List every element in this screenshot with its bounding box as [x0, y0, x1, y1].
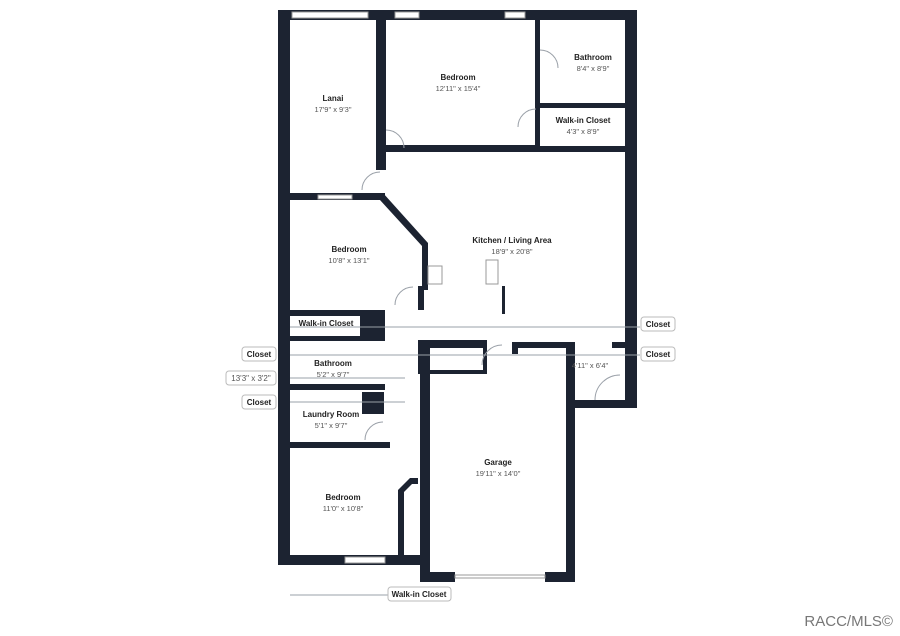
- svg-text:Laundry Room: Laundry Room: [303, 410, 359, 419]
- svg-text:18'9" x 20'8": 18'9" x 20'8": [491, 247, 532, 256]
- callout-walkin-closet-bottom: Walk-in Closet: [387, 586, 452, 602]
- svg-text:Walk-in Closet: Walk-in Closet: [392, 590, 447, 599]
- room-entry: 4'11" x 6'4": [572, 361, 609, 370]
- room-bedroom-2: Bedroom 10'8" x 13'1": [328, 245, 369, 265]
- svg-text:10'8" x 13'1": 10'8" x 13'1": [328, 256, 369, 265]
- svg-text:19'11" x 14'0": 19'11" x 14'0": [476, 469, 521, 478]
- callout-closet-left-1: Closet: [241, 346, 277, 362]
- svg-text:Closet: Closet: [646, 320, 671, 329]
- svg-text:Bathroom: Bathroom: [314, 359, 352, 368]
- svg-text:8'4" x 8'9": 8'4" x 8'9": [577, 64, 610, 73]
- svg-text:Bedroom: Bedroom: [325, 493, 360, 502]
- svg-text:Closet: Closet: [247, 350, 272, 359]
- svg-text:Bedroom: Bedroom: [440, 73, 475, 82]
- svg-text:Closet: Closet: [646, 350, 671, 359]
- svg-text:Walk-in Closet: Walk-in Closet: [299, 319, 354, 328]
- svg-text:4'3" x 8'9": 4'3" x 8'9": [567, 127, 600, 136]
- svg-text:17'9" x 9'3": 17'9" x 9'3": [315, 105, 352, 114]
- svg-text:Bathroom: Bathroom: [574, 53, 612, 62]
- watermark: RACC/MLS©: [804, 613, 893, 630]
- walls: [278, 10, 637, 582]
- svg-text:Kitchen / Living Area: Kitchen / Living Area: [472, 236, 552, 245]
- svg-text:Closet: Closet: [247, 398, 272, 407]
- svg-text:Walk-in Closet: Walk-in Closet: [556, 116, 611, 125]
- room-bathroom-2: Bathroom 5'2" x 9'7": [314, 359, 352, 379]
- callout-closet-left-2: Closet: [241, 394, 277, 410]
- room-bathroom-1: Bathroom 8'4" x 8'9": [574, 53, 612, 73]
- svg-text:13'3" x 3'2": 13'3" x 3'2": [231, 374, 271, 383]
- callout-closet-right-2: Closet: [640, 346, 676, 362]
- room-walkin-closet-1: Walk-in Closet 4'3" x 8'9": [556, 116, 611, 136]
- room-lanai: Lanai 17'9" x 9'3": [315, 94, 352, 114]
- room-kitchen-living: Kitchen / Living Area 18'9" x 20'8": [472, 236, 552, 256]
- callout-closet-right-1: Closet: [640, 316, 676, 332]
- room-bedroom-3: Bedroom 11'0" x 10'8": [323, 493, 364, 513]
- windows-doors: [290, 11, 640, 596]
- svg-text:5'1" x 9'7": 5'1" x 9'7": [315, 421, 348, 430]
- room-garage: Garage 19'11" x 14'0": [476, 458, 521, 478]
- callout-dimension-left: 13'3" x 3'2": [225, 370, 277, 386]
- room-bedroom-1: Bedroom 12'11" x 15'4": [436, 73, 481, 93]
- svg-text:12'11" x 15'4": 12'11" x 15'4": [436, 84, 481, 93]
- svg-text:4'11" x 6'4": 4'11" x 6'4": [572, 361, 609, 370]
- svg-text:Bedroom: Bedroom: [331, 245, 366, 254]
- room-laundry: Laundry Room 5'1" x 9'7": [303, 410, 359, 430]
- svg-text:5'2" x 9'7": 5'2" x 9'7": [317, 370, 350, 379]
- svg-text:11'0" x 10'8": 11'0" x 10'8": [323, 504, 364, 513]
- room-walkin-closet-2: Walk-in Closet: [299, 319, 354, 328]
- svg-text:Lanai: Lanai: [323, 94, 344, 103]
- svg-text:Garage: Garage: [484, 458, 512, 467]
